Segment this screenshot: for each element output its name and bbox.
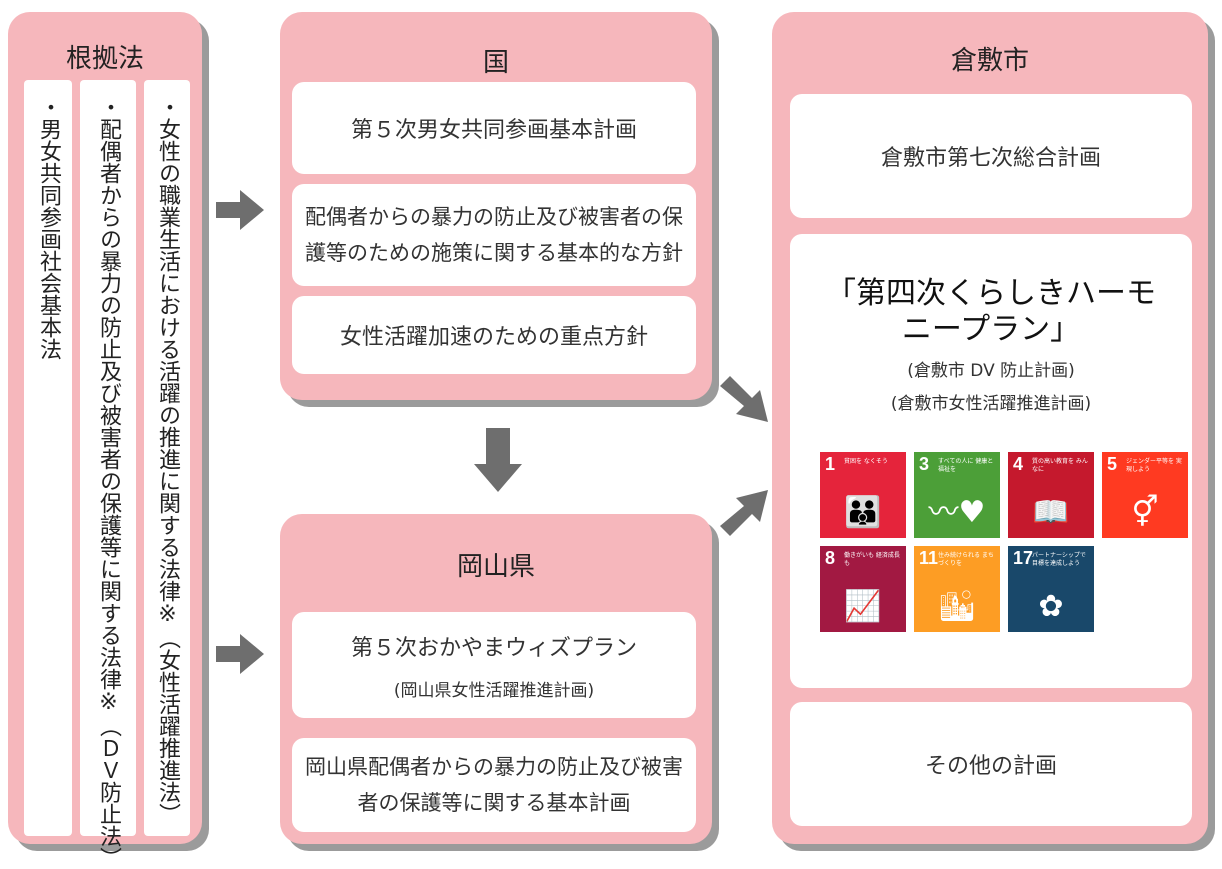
arrow-right-icon	[216, 190, 264, 230]
okayama-wiz-plan-text: 第５次おかやまウィズプラン	[350, 635, 637, 661]
law-gender-equality-basic: ・男女共同参画社会基本法	[36, 96, 61, 360]
okayama-dv-plan-box: 岡山県配偶者からの暴力の防止及び被害者の保護等に関する基本計画	[292, 738, 696, 832]
sdg-goal-label: 質の高い教育を みんなに	[1032, 458, 1088, 473]
sdg-goal-number: 4	[1013, 454, 1024, 474]
sdg-goal-5: 5 ジェンダー平等を 実現しよう ⚥	[1102, 452, 1188, 538]
partnership-rings-icon: ✿	[1038, 589, 1064, 624]
sdg-goal-label: ジェンダー平等を 実現しよう	[1126, 458, 1182, 473]
arrow-down-icon	[474, 428, 522, 492]
sdg-goals-grid: 1 貧困を なくそう 👪 3 すべての人に 健康と福祉を 〰♥ 4 質の高い教育…	[820, 452, 1188, 634]
law-column-dv: ・配偶者からの暴力の防止及び被害者の保護等に関する法律※（ＤＶ防止法）	[80, 80, 136, 869]
national-women-policy-box: 女性活躍加速のための重点方針	[292, 296, 696, 374]
sdg-goal-17: 17 パートナーシップで 目標を達成しよう ✿	[1008, 546, 1094, 632]
city-panel: 倉敷市 倉敷市第七次総合計画 「第四次くらしきハーモニープラン」 (倉敷市 DV…	[772, 12, 1208, 844]
gender-equality-icon: ⚥	[1131, 495, 1159, 530]
harmony-plan-title: 「第四次くらしきハーモニープラン」	[826, 276, 1156, 347]
sdg-goal-8: 8 働きがいも 経済成長も 📈	[820, 546, 906, 632]
city-general-plan-box: 倉敷市第七次総合計画	[790, 94, 1192, 218]
okayama-wiz-plan-subtext: (岡山県女性活躍推進計画)	[393, 680, 595, 701]
sdg-goal-label: 貧困を なくそう	[844, 458, 888, 465]
law-women-activity-promotion: ・女性の職業生活における活躍の推進に関する法律※（女性活躍推進法）	[155, 96, 180, 825]
sdg-goal-label: 住み続けられる まちづくりを	[938, 552, 994, 567]
sdg-goal-label: パートナーシップで 目標を達成しよう	[1032, 552, 1086, 567]
sdg-goal-1: 1 貧困を なくそう 👪	[820, 452, 906, 538]
growth-chart-icon: 📈	[844, 589, 882, 624]
legal-basis-panel: 根拠法 ・男女共同参画社会基本法 ・配偶者からの暴力の防止及び被害者の保護等に関…	[8, 12, 202, 869]
national-plan-box: 第５次男女共同参画基本計画	[292, 82, 696, 174]
harmony-plan-dv-subtitle: (倉敷市 DV 防止計画)	[907, 361, 1075, 381]
sdg-goal-number: 8	[825, 548, 836, 568]
city-title: 倉敷市	[950, 46, 1029, 76]
sdg-goal-label: 働きがいも 経済成長も	[844, 552, 900, 567]
prefecture-panel: 岡山県 第５次おかやまウィズプラン (岡山県女性活躍推進計画) 岡山県配偶者から…	[280, 514, 712, 844]
national-dv-policy-box: 配偶者からの暴力の防止及び被害者の保護等のための施策に関する基本的な方針	[292, 184, 696, 286]
sdg-goal-number: 3	[919, 454, 930, 474]
legal-basis-title: 根拠法	[65, 44, 144, 74]
book-icon: 📖	[1032, 495, 1070, 530]
okayama-dv-plan-text: 岡山県配偶者からの暴力の防止及び被害者の保護等に関する基本計画	[305, 755, 683, 815]
people-icon: 👪	[844, 495, 882, 530]
other-plans-box: その他の計画	[790, 702, 1192, 826]
sdg-goal-number: 1	[825, 454, 836, 474]
city-general-plan-text: 倉敷市第七次総合計画	[880, 146, 1101, 171]
city-icon: 🏙	[937, 589, 977, 624]
law-dv-prevention: ・配偶者からの暴力の防止及び被害者の保護等に関する法律※（ＤＶ防止法）	[96, 96, 121, 869]
arrow-diagonal-up-right-icon	[720, 490, 768, 536]
national-women-policy-text: 女性活躍加速のための重点方針	[339, 325, 648, 350]
national-panel: 国 第５次男女共同参画基本計画 配偶者からの暴力の防止及び被害者の保護等のための…	[280, 12, 712, 400]
law-column-gender-equality: ・男女共同参画社会基本法	[24, 80, 72, 836]
sdg-goal-number: 17	[1013, 548, 1034, 568]
national-title: 国	[482, 48, 509, 78]
sdg-goal-number: 11	[919, 548, 939, 568]
other-plans-text: その他の計画	[924, 754, 1057, 779]
sdg-goal-11: 11 住み続けられる まちづくりを 🏙	[914, 546, 1000, 632]
sdg-goal-3: 3 すべての人に 健康と福祉を 〰♥	[914, 452, 1000, 538]
arrow-right-icon	[216, 634, 264, 674]
heartbeat-icon: 〰♥	[928, 495, 986, 530]
sdg-goal-number: 5	[1107, 454, 1118, 474]
sdg-goal-4: 4 質の高い教育を みんなに 📖	[1008, 452, 1094, 538]
prefecture-title: 岡山県	[456, 552, 535, 582]
harmony-plan-women-subtitle: (倉敷市女性活躍推進計画)	[890, 394, 1092, 414]
okayama-wiz-plan-box: 第５次おかやまウィズプラン (岡山県女性活躍推進計画)	[292, 612, 696, 718]
national-dv-policy-text: 配偶者からの暴力の防止及び被害者の保護等のための施策に関する基本的な方針	[305, 205, 683, 265]
sdg-goal-label: すべての人に 健康と福祉を	[938, 458, 994, 473]
law-column-women-activity: ・女性の職業生活における活躍の推進に関する法律※（女性活躍推進法）	[144, 80, 190, 836]
arrow-diagonal-down-right-icon	[720, 376, 768, 422]
national-plan-text: 第５次男女共同参画基本計画	[350, 118, 637, 143]
